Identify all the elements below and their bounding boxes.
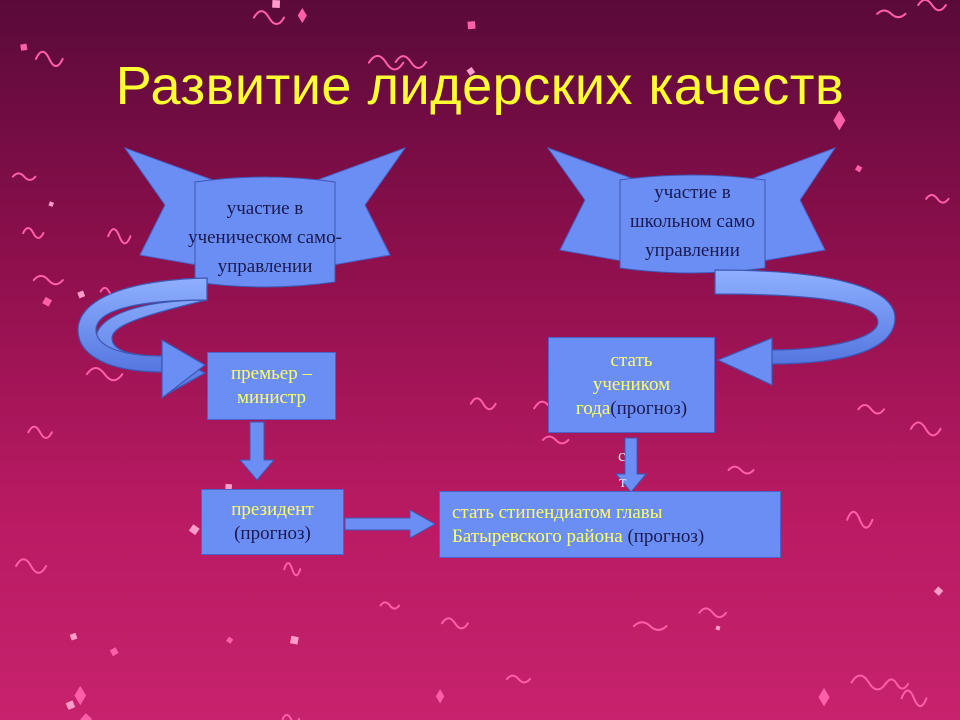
confetti-piece: [107, 228, 132, 245]
confetti-piece: [109, 647, 119, 657]
confetti-piece: [850, 674, 888, 691]
confetti-piece: [715, 625, 721, 631]
box-stipend-line1: стать стипендиатом главы: [452, 501, 663, 523]
confetti-piece: [32, 274, 64, 286]
banner-left-line2: ученическом само-: [188, 227, 342, 248]
banner-right-line3: управлении: [645, 240, 740, 261]
box-student-line1: стать: [610, 350, 653, 371]
box-premier-line2: министр: [237, 387, 306, 408]
confetti-piece: [22, 227, 45, 239]
confetti-piece: [34, 50, 64, 68]
box-student-line3-a: года: [575, 398, 611, 419]
arrow-right-middle: [344, 509, 437, 539]
confetti-piece: [188, 524, 200, 536]
confetti-piece: [367, 54, 405, 71]
banner-right-center: [619, 174, 766, 274]
box-premier-minister: премьер – министр: [207, 352, 336, 420]
curved-arrow-right-head: [716, 337, 773, 386]
confetti-piece: [541, 435, 570, 445]
confetti-piece: [884, 678, 909, 690]
banner-right-text: участие в школьном само управлении: [600, 178, 785, 265]
confetti-piece: [11, 172, 37, 181]
confetti-piece: [48, 201, 55, 207]
confetti-piece: [857, 404, 886, 415]
confetti-piece: [252, 10, 286, 26]
box-stipend-line2: Батыревского района (прогноз): [452, 525, 704, 549]
confetti-piece: [77, 290, 86, 299]
banner-left: [123, 146, 407, 288]
confetti-piece: [925, 194, 950, 204]
box-student-of-year: стать учеником года(прогноз): [548, 337, 715, 433]
confetti-piece: [27, 425, 53, 439]
confetti-piece: [65, 700, 76, 710]
confetti-piece: [917, 0, 947, 12]
banner-left-center: [194, 176, 336, 288]
confetti-piece: [854, 164, 863, 173]
banner-right-line1: участие в: [654, 182, 731, 203]
confetti-piece: [379, 601, 401, 610]
confetti-piece: [289, 635, 299, 645]
confetti-piece: [933, 586, 944, 596]
confetti-piece: [20, 43, 28, 51]
confetti-piece: [80, 713, 93, 720]
confetti-piece: [74, 685, 87, 706]
confetti-piece: [466, 67, 476, 76]
box-student-line3-b: (прогноз): [610, 398, 688, 419]
confetti-piece: [698, 607, 728, 619]
banner-left-line3: управлении: [217, 256, 313, 277]
confetti-piece: [297, 7, 307, 24]
confetti-piece: [85, 367, 124, 382]
stray-glyph-2: т: [619, 472, 627, 491]
confetti-piece: [900, 689, 928, 708]
box-stipend-line2-b: (прогноз): [627, 525, 705, 547]
confetti-piece: [818, 687, 830, 707]
confetti-piece: [876, 9, 907, 19]
arrow-down-right: [614, 437, 648, 493]
confetti-piece: [394, 55, 428, 69]
confetti-piece: [909, 421, 942, 437]
confetti-piece: [15, 558, 48, 574]
arrow-down-left: [238, 421, 276, 481]
slide-title: Развитие лидерских качеств: [115, 56, 845, 116]
confetti-piece: [435, 689, 445, 704]
confetti-piece: [441, 617, 469, 630]
stray-glyph-1: с: [618, 446, 626, 465]
confetti-piece: [469, 397, 497, 411]
box-president: президент (прогноз): [201, 489, 344, 555]
box-student-line2: учеником: [592, 374, 671, 395]
box-stipend: стать стипендиатом главы Батыревского ра…: [439, 491, 781, 558]
confetti-piece: [727, 465, 755, 475]
curved-arrow-left-head: [161, 338, 207, 400]
confetti-piece: [632, 621, 668, 631]
confetti-piece: [846, 510, 874, 529]
confetti-piece: [281, 713, 301, 720]
confetti-piece: [505, 674, 532, 684]
confetti-piece: [833, 110, 846, 131]
banner-right: [546, 146, 837, 274]
box-stipend-line2-a: Батыревского района: [452, 525, 628, 547]
banner-left-text: участие в ученическом само- управлении: [160, 194, 370, 281]
box-president-line1: президент: [231, 499, 314, 520]
confetti-piece: [42, 296, 53, 307]
confetti-piece: [283, 562, 302, 577]
banner-right-line2: школьном само: [630, 211, 755, 232]
confetti-piece: [226, 636, 234, 644]
confetti-piece: [69, 632, 78, 641]
confetti-piece: [467, 21, 476, 30]
box-president-line2: (прогноз): [234, 523, 311, 544]
box-premier-line1: премьер –: [231, 363, 312, 384]
confetti-piece: [272, 0, 281, 8]
box-student-line3: года(прогноз): [576, 397, 687, 421]
banner-left-line1: участие в: [226, 198, 304, 219]
